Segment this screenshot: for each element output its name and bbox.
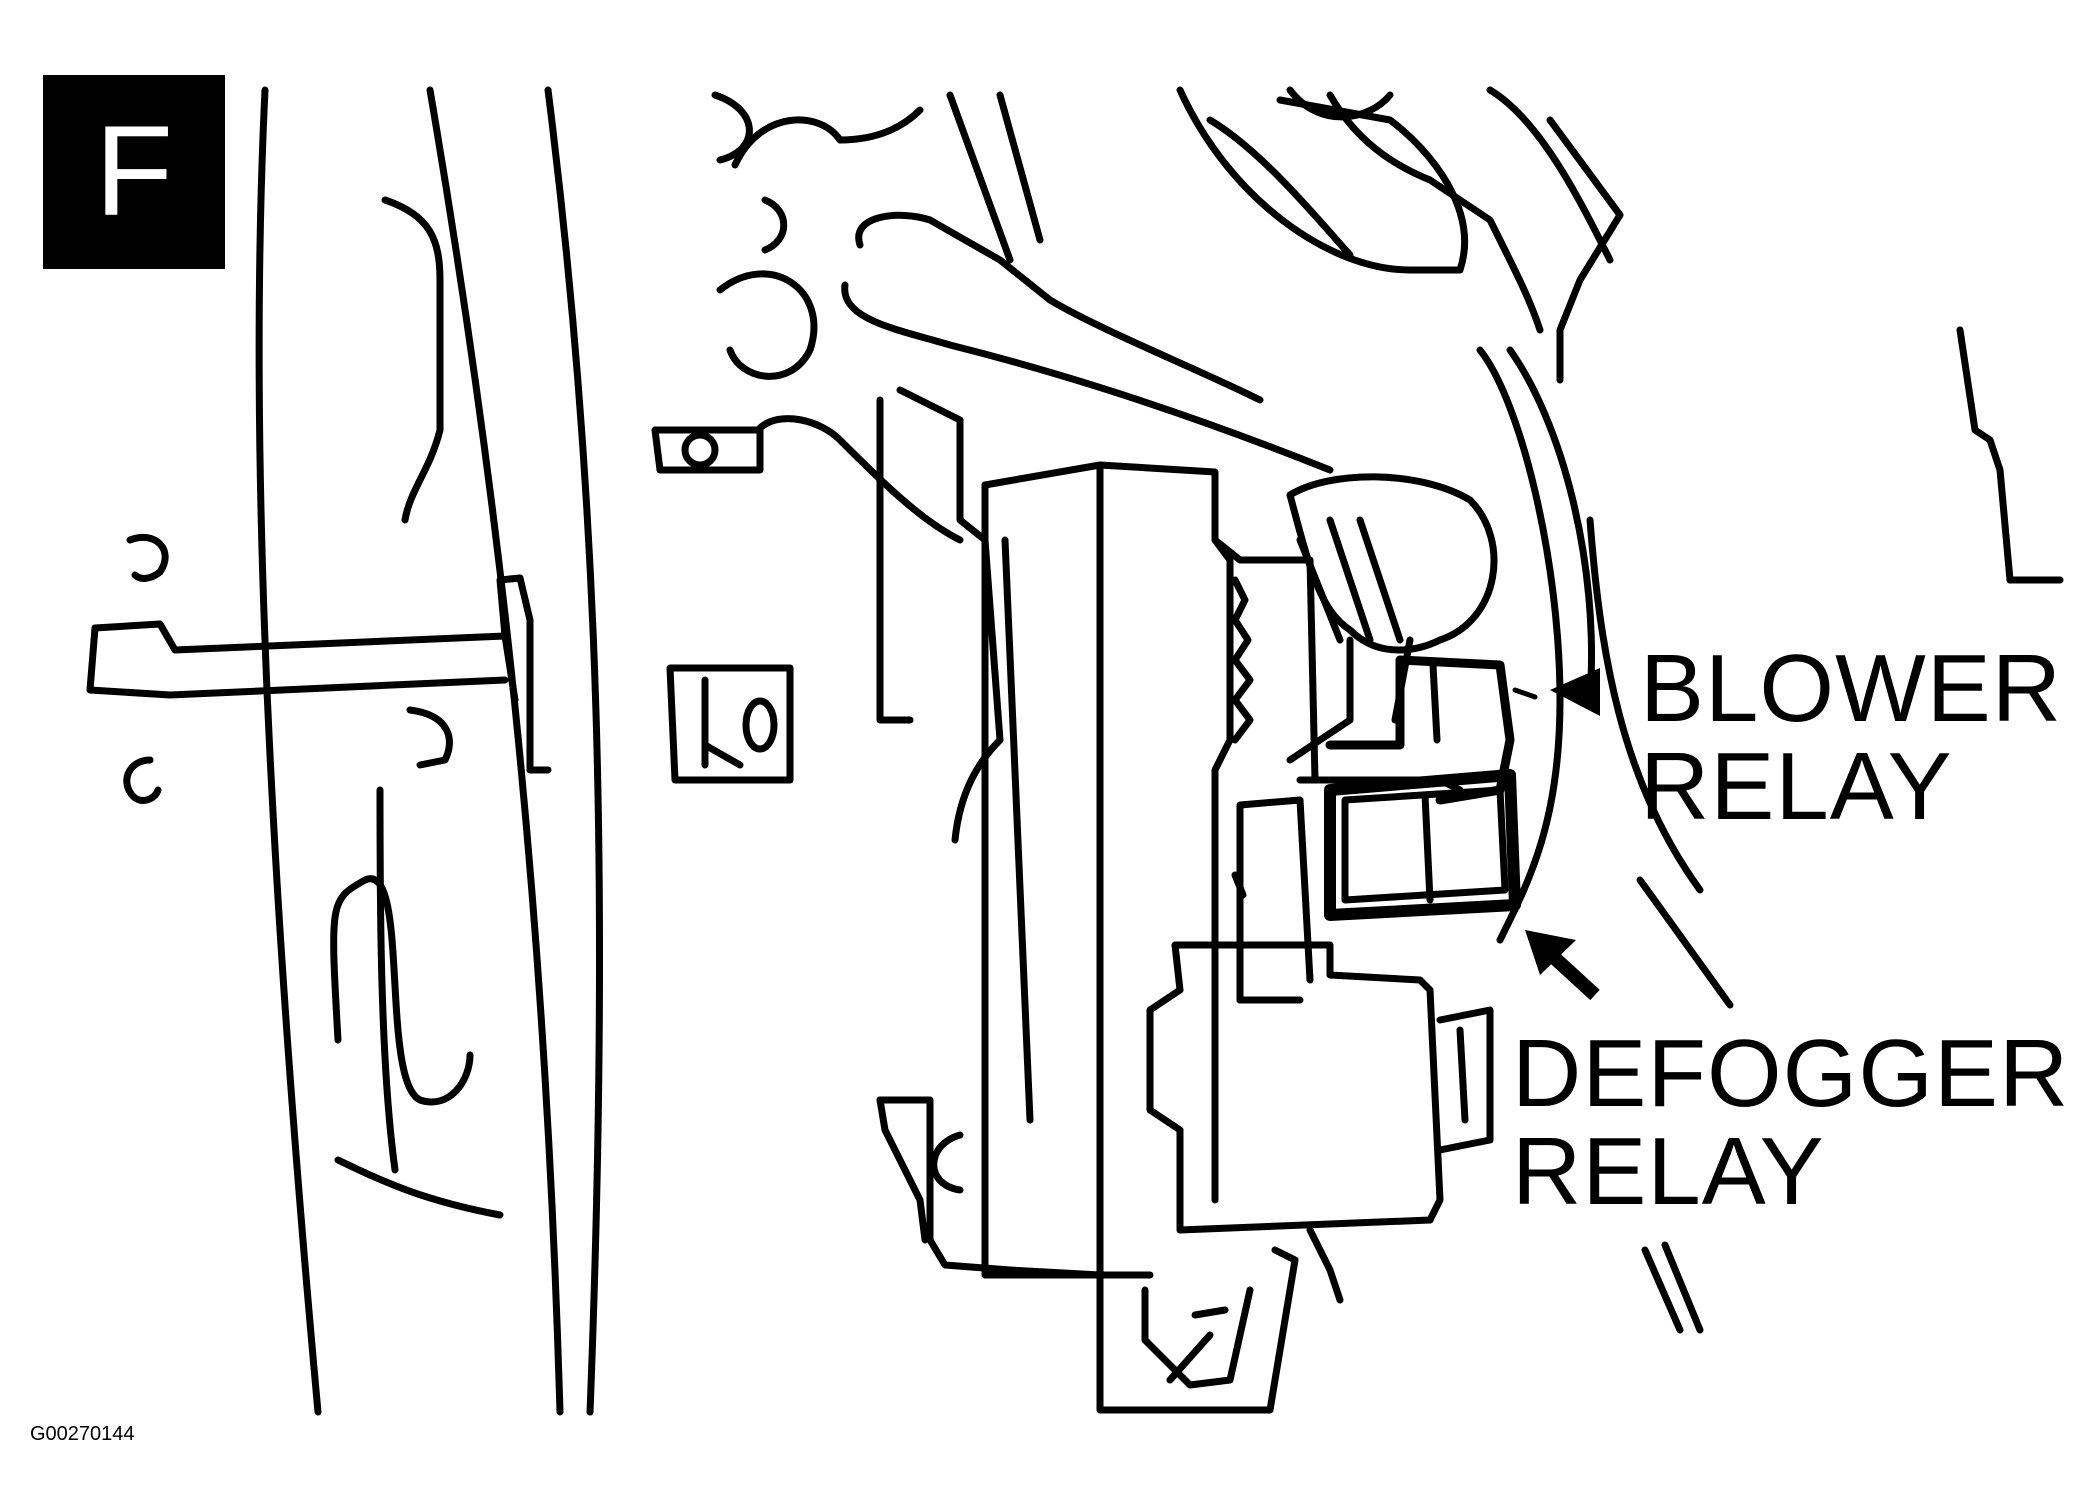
- blower-relay-label-line2: RELAY: [1640, 733, 1953, 840]
- bracket: [666, 664, 794, 784]
- defogger-relay-arrowhead: [1525, 930, 1576, 975]
- defogger-relay-label-line1: DEFOGGER: [1512, 1020, 2070, 1127]
- right-edge-lines: [1641, 326, 2064, 1334]
- defogger-relay-label-line2: RELAY: [1512, 1118, 1825, 1225]
- lower-module: [876, 941, 1494, 1414]
- wiring-harness: [651, 86, 1734, 1009]
- blower-relay-label-line1: BLOWER: [1640, 635, 2063, 742]
- panel-letter-badge: F: [43, 75, 225, 269]
- door-strap: [86, 533, 552, 804]
- relay-box: [876, 386, 1464, 1279]
- figure-code: G00270144: [30, 1423, 135, 1445]
- defogger-relay-label: DEFOGGER RELAY: [1512, 1025, 2069, 1221]
- defogger-relay: [1324, 769, 1521, 921]
- blower-relay-arrowhead: [1550, 668, 1600, 716]
- blower-relay-label: BLOWER RELAY: [1640, 640, 2062, 836]
- leader-arrows: [1512, 668, 1600, 1001]
- pillar-lines: [255, 86, 604, 1416]
